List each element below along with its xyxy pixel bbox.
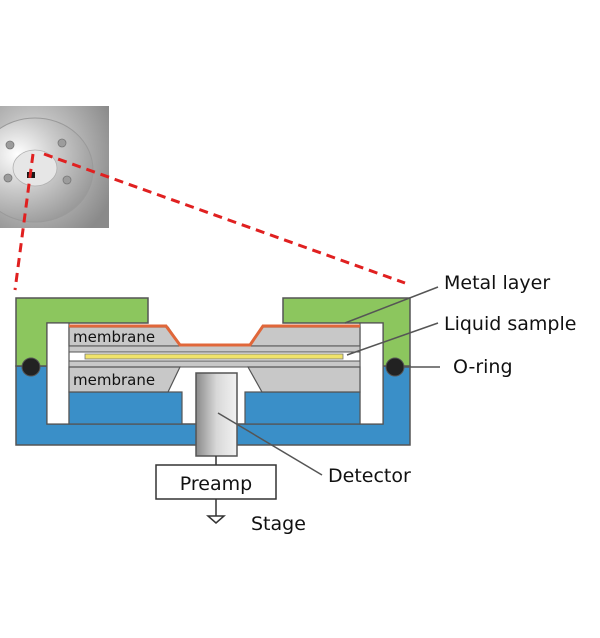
detector-label: Detector xyxy=(328,465,411,487)
o-ring-label: O-ring xyxy=(453,356,513,378)
photo-screw xyxy=(5,140,15,150)
lower-membrane-label: membrane xyxy=(73,371,155,389)
spacer-left xyxy=(46,322,70,425)
detector xyxy=(195,372,238,457)
zoom-line-left xyxy=(13,153,35,291)
base-block-right xyxy=(244,391,361,425)
photo-screw xyxy=(3,173,13,183)
leader-detector xyxy=(217,412,323,476)
leader-liquid-sample xyxy=(346,322,439,356)
zoom-line-right xyxy=(43,152,406,285)
preamp-box xyxy=(155,464,277,500)
o-ring-right xyxy=(385,357,405,377)
spacer-right xyxy=(359,322,384,425)
lower-membrane-film xyxy=(68,360,361,368)
metal-layer xyxy=(69,324,360,347)
leader-metal-layer xyxy=(344,286,439,324)
liquid-sample-layer xyxy=(84,353,344,360)
stage-label: Stage xyxy=(251,513,306,535)
base-block-left xyxy=(68,391,183,425)
upper-membrane-label: membrane xyxy=(73,328,155,346)
sample-cell-photo xyxy=(0,106,109,228)
preamp-label: Preamp xyxy=(180,473,252,495)
ground-icon xyxy=(206,515,226,524)
lower-membrane-frame xyxy=(68,366,181,393)
metal-layer-label: Metal layer xyxy=(444,272,550,294)
photo-screw xyxy=(62,175,72,185)
o-ring-left xyxy=(21,357,41,377)
lower-membrane-frame xyxy=(246,366,361,393)
upper-membrane-film xyxy=(68,345,361,353)
photo-screw xyxy=(57,138,67,148)
liquid-sample-label: Liquid sample xyxy=(444,313,576,335)
